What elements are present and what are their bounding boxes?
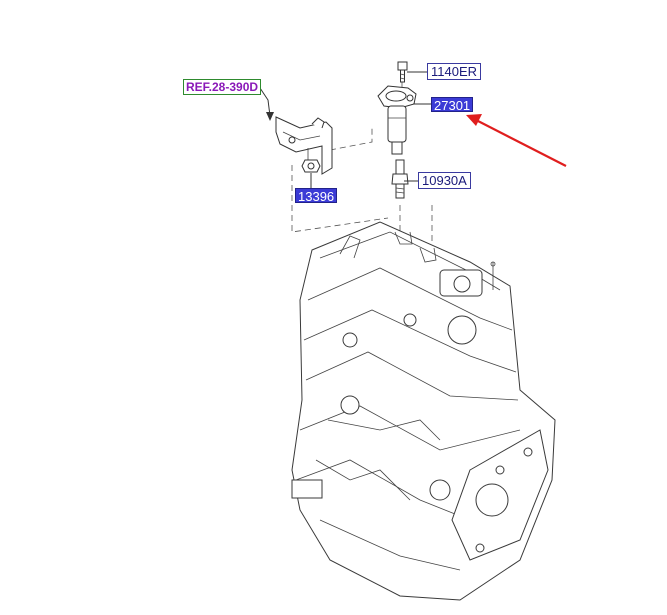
callout-10930a[interactable]: 10930A	[418, 172, 471, 189]
callout-27301[interactable]: 27301	[431, 97, 474, 113]
bracket-part[interactable]	[275, 116, 333, 175]
red-pointer-arrow	[466, 114, 567, 167]
callout-1140er[interactable]: 1140ER	[427, 63, 482, 80]
bolt-part[interactable]	[397, 61, 408, 83]
leader-lines	[259, 71, 432, 188]
ref-arrowhead	[266, 112, 274, 121]
spark-plug-part[interactable]	[391, 159, 409, 199]
nut-part[interactable]	[301, 159, 321, 173]
callout-ref-28-390d[interactable]: REF.28-390D	[183, 79, 262, 95]
engine-block	[291, 221, 556, 601]
ignition-coil-part[interactable]	[377, 85, 417, 155]
callout-13396[interactable]: 13396	[295, 188, 338, 204]
